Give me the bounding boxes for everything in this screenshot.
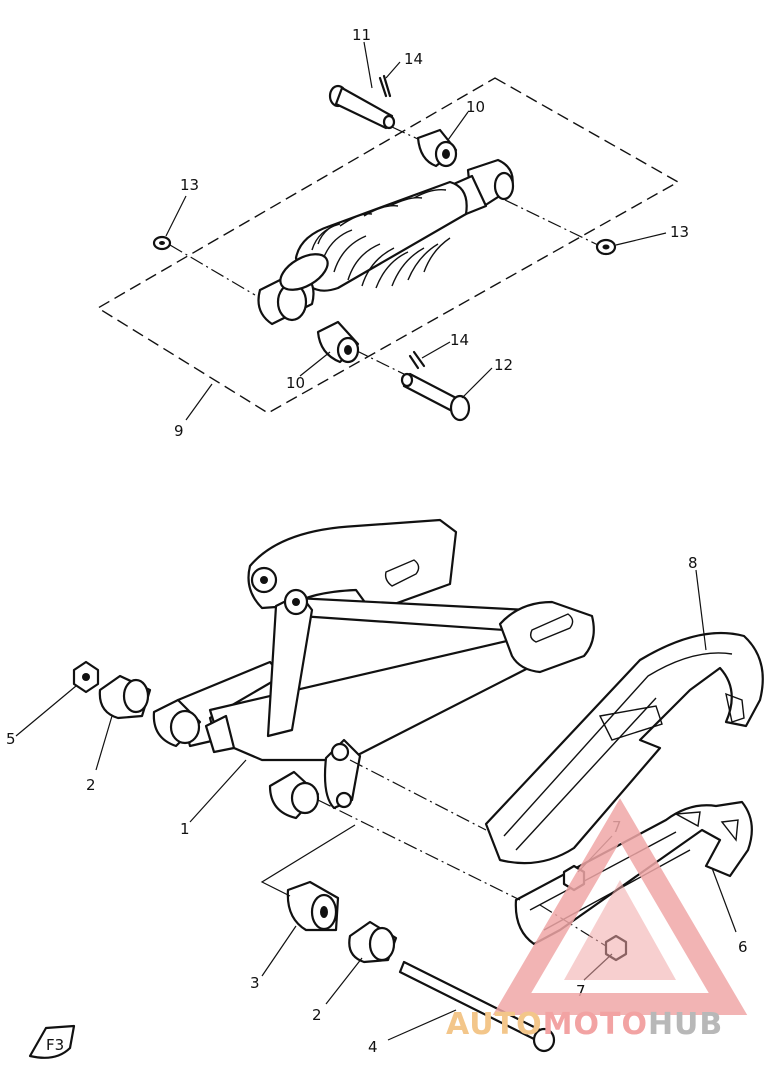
- swingarm-rail-left: [176, 660, 284, 748]
- centerline: [539, 904, 607, 947]
- figure-mark-text: F3: [46, 1036, 64, 1054]
- assembly-9-outline: [96, 77, 680, 414]
- figure-mark: F3: [28, 1024, 76, 1059]
- callout-14-lower: 14: [450, 331, 469, 349]
- cotter-pin-14-lower: [408, 350, 426, 370]
- axle-bolt-4: [398, 960, 556, 1053]
- callout-11: 11: [352, 26, 371, 44]
- guide-line: [260, 824, 356, 897]
- callout-4: 4: [368, 1038, 378, 1056]
- callout-2-upper: 2: [86, 776, 96, 794]
- bolt-11: [328, 84, 396, 130]
- pivot-boss-lower: [268, 770, 320, 820]
- nut-5: [72, 660, 100, 694]
- callout-13-left: 13: [180, 176, 199, 194]
- pivot-boss-left: [152, 698, 202, 748]
- swingarm-upper-arch: [247, 518, 458, 614]
- callout-3: 3: [250, 974, 260, 992]
- watermark-logo: AUTOMOTOHUB: [446, 798, 748, 1042]
- callout-1: 1: [180, 820, 190, 838]
- shock-assembly-group: [96, 74, 680, 422]
- callout-13-right: 13: [670, 223, 689, 241]
- leader-lines: [15, 41, 737, 1041]
- callout-7-lower: 7: [576, 982, 586, 1000]
- callout-2-lower: 2: [312, 1006, 322, 1024]
- swingarm-group: [152, 518, 595, 820]
- centerline: [317, 799, 521, 901]
- centerline: [349, 759, 487, 831]
- watermark-hub: HUB: [648, 1007, 723, 1042]
- callout-14-upper: 14: [404, 50, 423, 68]
- watermark-triangle-icon: [492, 798, 748, 1015]
- washer-13-right: [595, 238, 617, 256]
- callout-6: 6: [738, 938, 748, 956]
- bushing-10-upper: [416, 128, 458, 168]
- swingarm-diagonal-tube: [294, 596, 536, 634]
- callout-labels: 11 14 10 13 13 14 12 10 9 8 5 2 1 7 6 3 …: [6, 26, 748, 1056]
- bushing-2-lower: [348, 920, 398, 964]
- callout-10-upper: 10: [466, 98, 485, 116]
- centerline: [169, 244, 256, 296]
- cotter-pin-14-upper: [378, 74, 392, 98]
- swingarm-cross-tube: [208, 636, 542, 762]
- rear-shock-absorber: [257, 158, 515, 326]
- watermark-moto: MOTO: [543, 1007, 648, 1042]
- bushing-3: [286, 880, 340, 932]
- bushing-10-lower: [316, 320, 360, 364]
- callout-5: 5: [6, 730, 16, 748]
- callout-10-lower: 10: [286, 374, 305, 392]
- bushing-2-upper: [98, 674, 152, 720]
- centerline: [354, 349, 413, 379]
- washer-13-left: [152, 235, 172, 251]
- chain-case-8: [484, 631, 764, 865]
- centerline: [504, 199, 599, 246]
- bolt-12: [400, 372, 471, 422]
- callout-12: 12: [494, 356, 513, 374]
- swingarm-bracket: [204, 714, 236, 754]
- callout-8: 8: [688, 554, 698, 572]
- svg-text:AUTOMOTOHUB: AUTOMOTOHUB: [446, 1007, 723, 1042]
- callout-9: 9: [174, 422, 184, 440]
- watermark-auto: AUTO: [446, 1007, 543, 1042]
- centerline: [391, 126, 421, 141]
